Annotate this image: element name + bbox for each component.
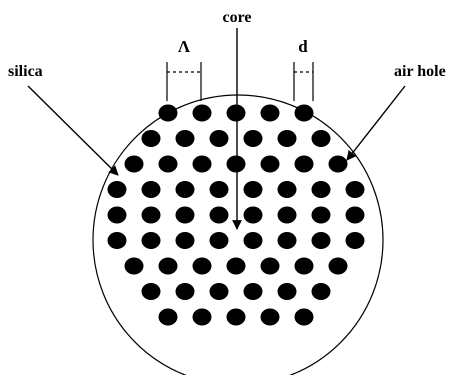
air-hole — [226, 308, 246, 326]
air-hole — [311, 206, 331, 224]
air-hole — [209, 231, 229, 250]
air-hole — [311, 231, 331, 250]
silica-arrow — [27, 85, 119, 176]
air-hole — [243, 282, 263, 301]
air-hole — [192, 155, 212, 173]
core-label: core — [222, 9, 251, 26]
air-hole-lattice — [107, 104, 365, 326]
air-hole — [141, 206, 161, 224]
air-hole — [175, 231, 195, 250]
air-hole — [345, 231, 365, 250]
air-hole — [311, 129, 331, 148]
air-hole — [260, 104, 280, 122]
air-hole — [141, 231, 161, 250]
air-hole — [141, 282, 161, 301]
pitch-dimension-mark — [166, 62, 202, 101]
air-hole — [311, 282, 331, 301]
air-hole — [345, 180, 365, 199]
air-hole — [107, 180, 127, 199]
air-hole — [260, 155, 280, 173]
air-hole — [226, 104, 246, 122]
air-hole — [294, 257, 314, 275]
air-hole — [243, 231, 263, 250]
air-hole — [209, 180, 229, 199]
air-hole — [277, 180, 297, 199]
air-hole — [141, 129, 161, 148]
air-hole — [294, 104, 314, 122]
air-hole — [124, 257, 144, 275]
fiber-cladding — [92, 94, 384, 375]
air-hole — [192, 257, 212, 275]
air-hole — [158, 155, 178, 173]
air-hole — [294, 155, 314, 173]
air-hole — [209, 206, 229, 224]
air-hole — [226, 155, 246, 173]
air-hole — [243, 206, 263, 224]
air-hole — [311, 180, 331, 199]
air-hole — [243, 129, 263, 148]
lambda-label: Λ — [178, 37, 191, 56]
air-hole — [328, 155, 348, 173]
air-hole — [277, 231, 297, 250]
air-hole-arrow — [346, 85, 406, 161]
air-hole — [158, 257, 178, 275]
air-hole — [243, 180, 263, 199]
air-hole — [277, 206, 297, 224]
air-hole — [260, 308, 280, 326]
air-hole — [175, 206, 195, 224]
air-hole — [107, 206, 127, 224]
air-hole-label: air hole — [394, 63, 446, 80]
air-hole — [209, 129, 229, 148]
air-hole — [192, 104, 212, 122]
air-hole — [158, 104, 178, 122]
silica-label: silica — [8, 63, 43, 80]
air-hole — [260, 257, 280, 275]
air-hole — [141, 180, 161, 199]
air-hole — [345, 206, 365, 224]
air-hole — [175, 282, 195, 301]
air-hole — [175, 180, 195, 199]
air-hole — [124, 155, 144, 173]
air-hole — [328, 257, 348, 275]
air-hole — [192, 308, 212, 326]
air-hole — [175, 129, 195, 148]
air-hole — [158, 308, 178, 326]
diameter-dimension-mark — [293, 62, 314, 101]
air-hole — [107, 231, 127, 250]
d-label: d — [298, 37, 308, 56]
air-hole — [277, 129, 297, 148]
air-hole — [277, 282, 297, 301]
air-hole — [294, 308, 314, 326]
air-hole — [209, 282, 229, 301]
air-hole — [226, 257, 246, 275]
